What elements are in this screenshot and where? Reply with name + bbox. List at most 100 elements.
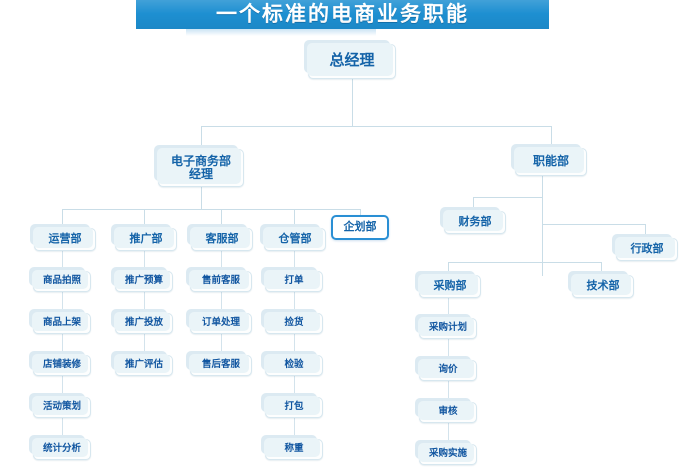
connector-c3-3 [221, 334, 222, 355]
node-label: 运营部 [48, 233, 82, 246]
node-label: 检验 [284, 359, 304, 371]
node-label: 审核 [438, 406, 458, 418]
connector-c1-4 [62, 376, 63, 397]
node-promotion-delivery[interactable]: 推广投放 [111, 309, 173, 334]
connector-ecom-stem [201, 187, 202, 209]
node-statistical-analysis[interactable]: 统计分析 [29, 435, 91, 460]
connector-c1-3 [62, 334, 63, 355]
node-purchasing-dept[interactable]: 采购部 [415, 271, 481, 298]
node-weighing[interactable]: 称重 [261, 435, 323, 460]
node-label-line1: 电子商务部 [170, 153, 231, 168]
connector-func-to-finance-h [473, 197, 542, 198]
node-function-dept[interactable]: 职能部 [511, 144, 587, 176]
node-label: 捡货 [284, 317, 304, 329]
node-label: 打包 [284, 401, 304, 413]
node-campaign-planning[interactable]: 活动策划 [29, 393, 91, 418]
connector-func-to-purchasing [448, 262, 449, 275]
node-label: 采购实施 [428, 448, 467, 460]
connector-ecom-to-service [221, 209, 222, 228]
node-label: 采购部 [433, 280, 467, 293]
node-customer-service-dept[interactable]: 客服部 [187, 224, 253, 251]
node-warehouse-dept[interactable]: 仓管部 [260, 224, 326, 251]
connector-c1-5 [62, 418, 63, 439]
node-label: 商品上架 [42, 317, 81, 329]
connector-c5-4 [448, 423, 449, 444]
node-print-order[interactable]: 打单 [261, 267, 323, 292]
node-label: 商品拍照 [42, 275, 81, 287]
connector-to-ecommerce [201, 126, 202, 149]
node-store-decoration[interactable]: 店铺装修 [29, 351, 91, 376]
node-packing[interactable]: 打包 [261, 393, 323, 418]
connector-ecom-to-promotion [144, 209, 145, 228]
connector-root-stem [352, 79, 353, 126]
node-general-manager[interactable]: 总经理 [304, 40, 396, 79]
node-product-photography[interactable]: 商品拍照 [29, 267, 91, 292]
node-promotion-evaluation[interactable]: 推广评估 [111, 351, 173, 376]
node-label: 称重 [284, 443, 304, 455]
node-label: 店铺装修 [42, 359, 81, 371]
connector-root-bus [201, 126, 552, 127]
connector-c2-2 [144, 292, 145, 313]
node-promotion-budget[interactable]: 推广预算 [111, 267, 173, 292]
node-presale-service[interactable]: 售前客服 [186, 267, 252, 292]
node-label: 推广部 [129, 233, 163, 246]
node-label: 活动策划 [42, 401, 81, 413]
connector-ecom-bus [62, 209, 360, 210]
node-operations-dept[interactable]: 运营部 [30, 224, 96, 251]
node-label: 推广预算 [124, 275, 163, 287]
node-label: 财务部 [458, 216, 492, 229]
node-label: 技术部 [586, 280, 620, 293]
node-label-line2: 经理 [188, 167, 213, 181]
node-label: 采购计划 [428, 322, 467, 334]
node-label: 售后客服 [201, 359, 240, 371]
node-planning-dept[interactable]: 企划部 [331, 215, 389, 240]
node-aftersale-service[interactable]: 售后客服 [186, 351, 252, 376]
connector-ecom-to-planning [360, 209, 361, 217]
node-pick-goods[interactable]: 捡货 [261, 309, 323, 334]
node-label: 行政部 [630, 243, 664, 256]
connector-func-bottom-bus [448, 262, 601, 263]
connector-c2-1 [144, 251, 145, 271]
node-inspection[interactable]: 检验 [261, 351, 323, 376]
node-ecommerce-manager[interactable]: 电子商务部 经理 [154, 145, 244, 187]
connector-c4-3 [294, 334, 295, 355]
node-label: 客服部 [205, 233, 239, 246]
connector-ecom-to-warehouse [294, 209, 295, 228]
connector-c2-3 [144, 334, 145, 355]
connector-func-to-admin-h [542, 224, 645, 225]
node-purchase-review[interactable]: 审核 [415, 398, 477, 423]
chart-title-banner: 一个标准的电商业务职能 [136, 0, 549, 29]
page-title: 一个标准的电商业务职能 [216, 3, 469, 26]
node-label: 打单 [284, 275, 304, 287]
node-label: 统计分析 [42, 443, 81, 455]
connector-c5-1 [448, 298, 449, 318]
node-order-processing[interactable]: 订单处理 [186, 309, 252, 334]
node-label: 订单处理 [201, 317, 240, 329]
node-technology-dept[interactable]: 技术部 [568, 271, 634, 298]
node-finance-dept[interactable]: 财务部 [440, 207, 506, 234]
banner-underglow [186, 29, 376, 36]
node-label: 仓管部 [278, 233, 312, 246]
node-label: 总经理 [329, 52, 375, 70]
node-administration-dept[interactable]: 行政部 [612, 234, 678, 261]
node-label: 售前客服 [201, 275, 240, 287]
connector-c3-2 [221, 292, 222, 313]
connector-func-to-technology [601, 262, 602, 275]
node-promotion-dept[interactable]: 推广部 [111, 224, 177, 251]
node-purchase-plan[interactable]: 采购计划 [415, 314, 477, 339]
node-label: 职能部 [532, 154, 569, 169]
connector-c4-1 [294, 251, 295, 271]
connector-c4-5 [294, 418, 295, 439]
node-label: 推广投放 [124, 317, 163, 329]
connector-function-spine [542, 176, 543, 276]
connector-c1-1 [62, 251, 63, 271]
node-label: 企划部 [343, 221, 377, 234]
connector-func-to-finance-v [473, 197, 474, 211]
node-product-listing[interactable]: 商品上架 [29, 309, 91, 334]
node-label: 推广评估 [124, 359, 163, 371]
connector-func-to-admin-v [645, 224, 646, 238]
node-price-inquiry[interactable]: 询价 [415, 356, 477, 381]
node-purchase-execution[interactable]: 采购实施 [415, 440, 477, 465]
connector-ecom-to-operations [62, 209, 63, 228]
